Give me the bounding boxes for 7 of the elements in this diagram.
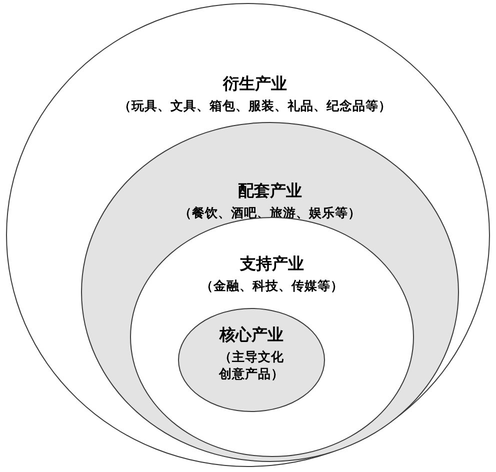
industry-examples: （金融、科技、传媒等） (200, 278, 344, 295)
industry-title: 支持产业 (240, 254, 304, 275)
industry-title: 核心产业 (220, 325, 284, 346)
industry-title: 衍生产业 (223, 74, 287, 95)
industry-examples: （玩具、文具、箱包、服装、礼品、纪念品等） (118, 98, 392, 115)
industry-title: 配套产业 (238, 181, 302, 202)
industry-examples: （主导文化创意产品） (218, 349, 284, 383)
